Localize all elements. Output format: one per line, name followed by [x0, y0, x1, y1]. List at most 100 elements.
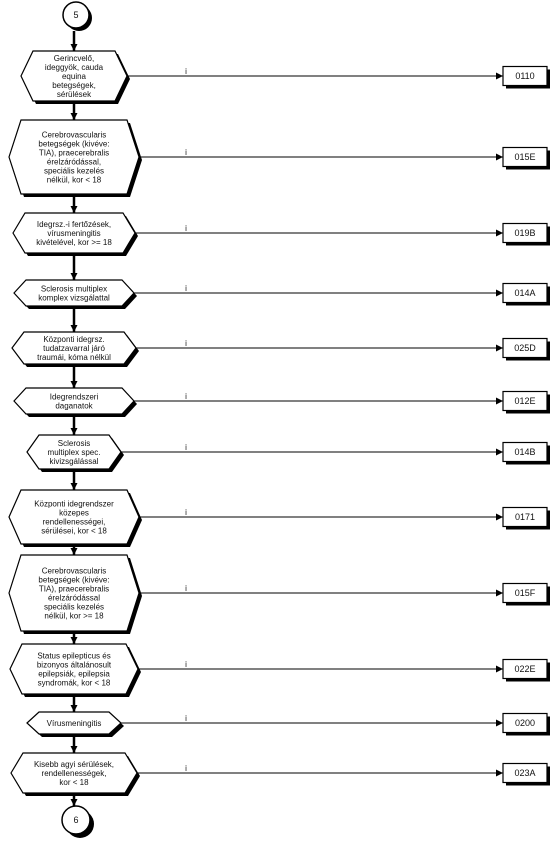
decision-label-line: kor < 18 [59, 778, 89, 787]
result-box [502, 582, 548, 604]
decision-label-line: kivételével, kor >= 18 [36, 238, 112, 247]
yes-label: i [185, 764, 187, 773]
decision-label-line: multiplex spec. [48, 448, 101, 457]
decision-label-line: rendellenességei, [43, 518, 106, 527]
decision-label-line: érelzáródással [48, 594, 100, 603]
decision-label-line: nélkül, kor >= 18 [44, 612, 104, 621]
decision-label-line: közepes [59, 509, 89, 518]
result-box [502, 337, 548, 359]
result-box [502, 65, 548, 87]
decision-label-line: rendellenességek, [42, 769, 107, 778]
decision-label-line: Idegrsz.-i fertőzések, [37, 220, 111, 229]
decision-label-line: Cerebrovascularis [42, 567, 106, 576]
result-box [502, 282, 548, 304]
decision-label-line: syndromák, kor < 18 [38, 679, 111, 688]
decision-label: Vírusmeningitis [47, 719, 102, 728]
yes-label: i [185, 148, 187, 157]
decision-label-line: kivizsgálással [50, 457, 99, 466]
yes-label: i [185, 660, 187, 669]
result-box [502, 762, 548, 784]
decision-label-line: betegségek (kivéve: [38, 576, 109, 585]
decision-label-line: Központi idegrendszer [34, 500, 114, 509]
decision-label-line: Sclerosis multiplex [41, 285, 107, 294]
decision-label-line: Status epilepticus és [37, 652, 110, 661]
decision-label-line: komplex vizsgálattal [38, 294, 110, 303]
result-code: 022E [514, 664, 535, 674]
decision-label-line: betegségek, [52, 81, 96, 90]
decision-label-line: Kisebb agyi sérülések, [34, 760, 114, 769]
result-box [502, 658, 548, 680]
decision-label-line: equina [62, 72, 87, 81]
yes-label: i [185, 508, 187, 517]
decision-label-line: Idegrendszeri [50, 393, 99, 402]
result-code: 025D [514, 343, 536, 353]
result-code: 015E [514, 152, 535, 162]
result-box [502, 146, 548, 168]
result-code: 019B [514, 228, 535, 238]
decision-label-line: TIA), praecerebralis [39, 149, 109, 158]
decision-label-line: ideggyök, cauda [45, 63, 104, 72]
decision-label-line: nélkül, kor < 18 [47, 176, 102, 185]
result-code: 0200 [515, 718, 535, 728]
yes-label: i [185, 392, 187, 401]
result-code: 012E [514, 396, 535, 406]
connector-end-label: 6 [73, 815, 78, 825]
decision-label-line: Gerincvelő, [54, 54, 94, 63]
decision-label-line: sérülései, kor < 18 [41, 527, 107, 536]
decision-label-line: TIA), praecerebralis [39, 585, 109, 594]
decision-label-line: Központi idegrsz. [43, 335, 104, 344]
result-code: 015F [515, 588, 536, 598]
result-box [502, 712, 548, 734]
yes-label: i [185, 284, 187, 293]
result-box [502, 222, 548, 244]
result-box [502, 506, 548, 528]
result-code: 023A [514, 768, 535, 778]
decision-label-line: Vírusmeningitis [47, 719, 102, 728]
result-code: 0171 [515, 512, 535, 522]
decision-label-line: daganatok [55, 402, 93, 411]
decision-label-line: Sclerosis [58, 439, 90, 448]
result-code: 014B [514, 447, 535, 457]
step-12: Kisebb agyi sérülések,rendellenességek,k… [10, 734, 550, 796]
yes-label: i [185, 584, 187, 593]
decision-label-line: sérülések [57, 90, 92, 99]
decision-label-line: speciális kezelés [44, 167, 104, 176]
decision-label-line: traumái, kóma nélkül [37, 353, 111, 362]
result-box [502, 441, 548, 463]
yes-label: i [185, 443, 187, 452]
decision-label-line: érelzáródással, [47, 158, 101, 167]
connector-start-label: 5 [73, 10, 78, 20]
decision-label-line: bizonyos általánosult [37, 661, 112, 670]
decision-label-line: epilepsiák, epilepsia [38, 670, 110, 679]
connector-end: 6 [61, 805, 94, 838]
yes-label: i [185, 339, 187, 348]
decision-label-line: tudatzavarral járó [43, 344, 105, 353]
yes-label: i [185, 67, 187, 76]
decision-label-line: Cerebrovascularis [42, 131, 106, 140]
decision-label-line: speciális kezelés [44, 603, 104, 612]
result-code: 0110 [515, 71, 534, 81]
result-box [502, 390, 548, 412]
decision-label-line: betegségek (kivéve: [38, 140, 109, 149]
connector-start: 5 [62, 1, 92, 31]
yes-label: i [185, 224, 187, 233]
